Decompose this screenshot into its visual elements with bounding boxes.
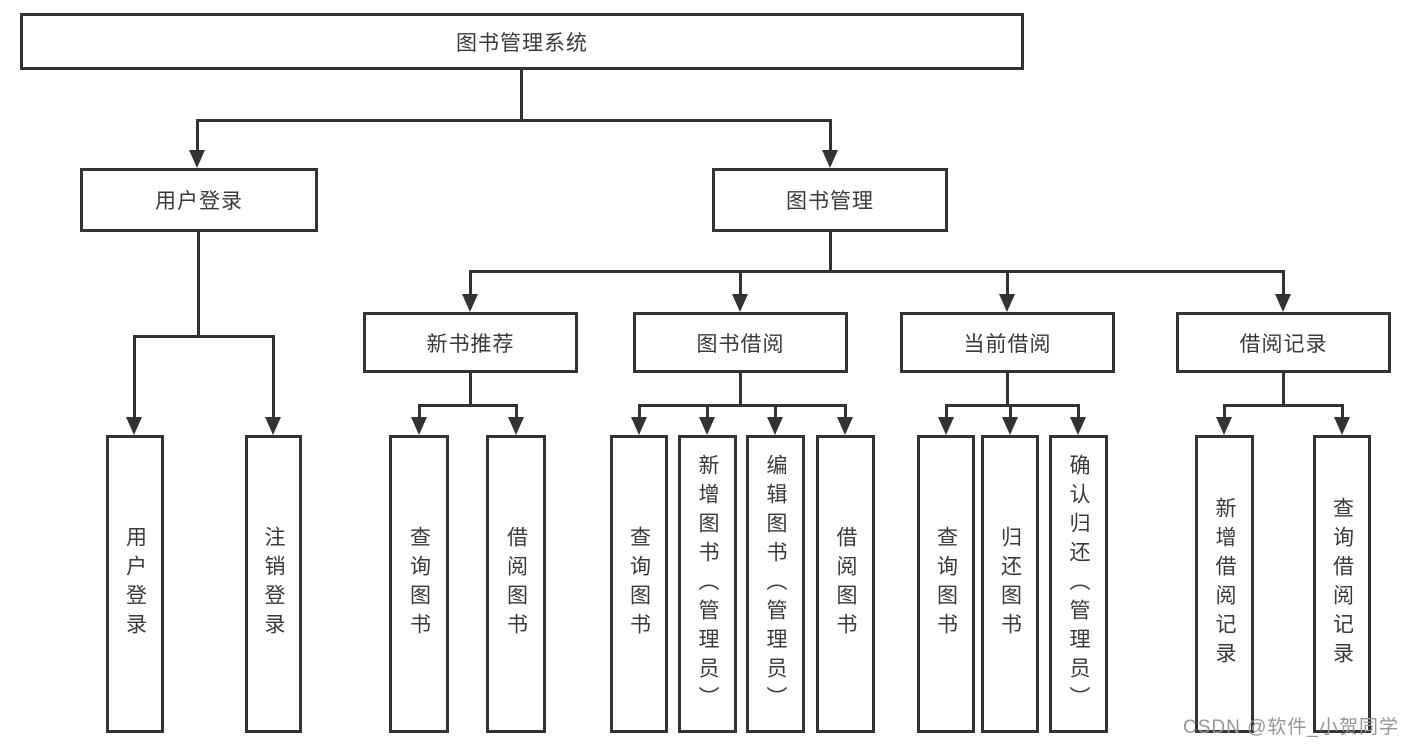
connector-line — [1006, 270, 1009, 297]
arrow-down-icon — [1216, 417, 1232, 435]
node-book-borrowing: 图书借阅 — [633, 312, 848, 373]
connector-line — [133, 335, 136, 419]
node-book-management: 图书管理 — [712, 168, 948, 232]
arrow-down-icon — [1275, 294, 1291, 312]
node-label: 归还图书 — [998, 526, 1022, 642]
arrow-down-icon — [1002, 417, 1018, 435]
connector-line — [739, 270, 742, 297]
arrow-down-icon — [1070, 417, 1086, 435]
connector-line — [1282, 373, 1285, 407]
node-label: 注销登录 — [262, 526, 285, 642]
node-label: 借阅图书 — [834, 526, 857, 642]
node-label: 查询图书 — [627, 526, 651, 642]
node-borrow-records: 借阅记录 — [1176, 312, 1391, 373]
connector-line — [774, 404, 777, 419]
connector-line — [706, 404, 709, 419]
arrow-down-icon — [732, 294, 748, 312]
connector-line — [418, 404, 421, 419]
node-label: 新增借阅记录 — [1213, 497, 1236, 671]
node-label: 用户登录 — [155, 190, 243, 213]
connector-line — [829, 119, 832, 153]
node-label: 图书管理 — [786, 190, 874, 213]
watermark: CSDN @软件_小贺同学 — [1183, 717, 1399, 738]
leaf-query-books-borrowing: 查询图书 — [610, 435, 668, 733]
arrow-down-icon — [767, 417, 783, 435]
node-label: 查询借阅记录 — [1330, 497, 1354, 671]
node-root: 图书管理系统 — [20, 13, 1024, 70]
node-label: 图书借阅 — [696, 332, 785, 356]
arrow-down-icon — [508, 417, 524, 435]
connector-line — [196, 119, 199, 153]
arrow-down-icon — [126, 417, 142, 435]
connector-line — [469, 270, 1285, 273]
arrow-down-icon — [938, 417, 954, 435]
arrow-down-icon — [999, 294, 1015, 312]
leaf-edit-books-admin: 编辑图书（管理员） — [746, 435, 805, 733]
arrow-down-icon — [837, 417, 853, 435]
arrow-down-icon — [265, 417, 281, 435]
leaf-query-borrow-record: 查询借阅记录 — [1313, 435, 1371, 733]
connector-line — [1341, 404, 1344, 419]
node-label: 用户登录 — [123, 526, 147, 642]
connector-line — [638, 404, 846, 407]
connector-line — [945, 404, 1079, 407]
leaf-add-borrow-record: 新增借阅记录 — [1195, 435, 1254, 733]
connector-line — [945, 404, 948, 419]
arrow-down-icon — [631, 417, 647, 435]
arrow-down-icon — [462, 294, 478, 312]
node-label: 借阅图书 — [504, 526, 528, 642]
leaf-return-books: 归还图书 — [981, 435, 1039, 733]
arrow-down-icon — [1334, 417, 1350, 435]
leaf-borrow-books-recommend: 借阅图书 — [486, 435, 546, 733]
connector-line — [1006, 373, 1009, 407]
node-label: 新增图书（管理员） — [696, 453, 719, 715]
connector-line — [515, 404, 518, 419]
node-label: 图书管理系统 — [456, 31, 588, 55]
leaf-query-books-current: 查询图书 — [917, 435, 975, 733]
connector-line — [197, 232, 200, 338]
node-current-borrowing: 当前借阅 — [900, 312, 1115, 373]
connector-line — [1282, 270, 1285, 297]
connector-line — [1223, 404, 1343, 407]
node-user-login: 用户登录 — [80, 168, 318, 232]
connector-line — [829, 232, 832, 273]
node-label: 确认归还（管理员） — [1067, 453, 1090, 715]
leaf-query-books-recommend: 查询图书 — [389, 435, 449, 733]
connector-line — [739, 373, 742, 407]
connector-line — [844, 404, 847, 419]
leaf-logout: 注销登录 — [245, 435, 302, 733]
connector-line — [1077, 404, 1080, 419]
node-label: 借阅记录 — [1239, 332, 1328, 356]
arrow-down-icon — [189, 150, 205, 168]
connector-line — [1009, 404, 1012, 419]
node-label: 查询图书 — [934, 526, 958, 642]
node-label: 新书推荐 — [426, 332, 515, 356]
connector-line — [469, 270, 472, 297]
node-label: 查询图书 — [407, 526, 431, 642]
arrow-down-icon — [411, 417, 427, 435]
connector-line — [133, 335, 275, 338]
connector-line — [520, 70, 523, 121]
connector-line — [196, 119, 832, 122]
connector-line — [638, 404, 641, 419]
node-new-book-recommend: 新书推荐 — [363, 312, 578, 373]
node-label: 当前借阅 — [963, 332, 1052, 356]
leaf-add-books-admin: 新增图书（管理员） — [678, 435, 737, 733]
connector-line — [272, 335, 275, 419]
connector-line — [469, 373, 472, 407]
leaf-user-login: 用户登录 — [106, 435, 164, 733]
node-label: 编辑图书（管理员） — [764, 453, 787, 715]
arrow-down-icon — [699, 417, 715, 435]
leaf-confirm-return-admin: 确认归还（管理员） — [1049, 435, 1108, 733]
connector-line — [1223, 404, 1226, 419]
leaf-borrow-books-borrowing: 借阅图书 — [816, 435, 875, 733]
connector-line — [418, 404, 518, 407]
arrow-down-icon — [822, 150, 838, 168]
